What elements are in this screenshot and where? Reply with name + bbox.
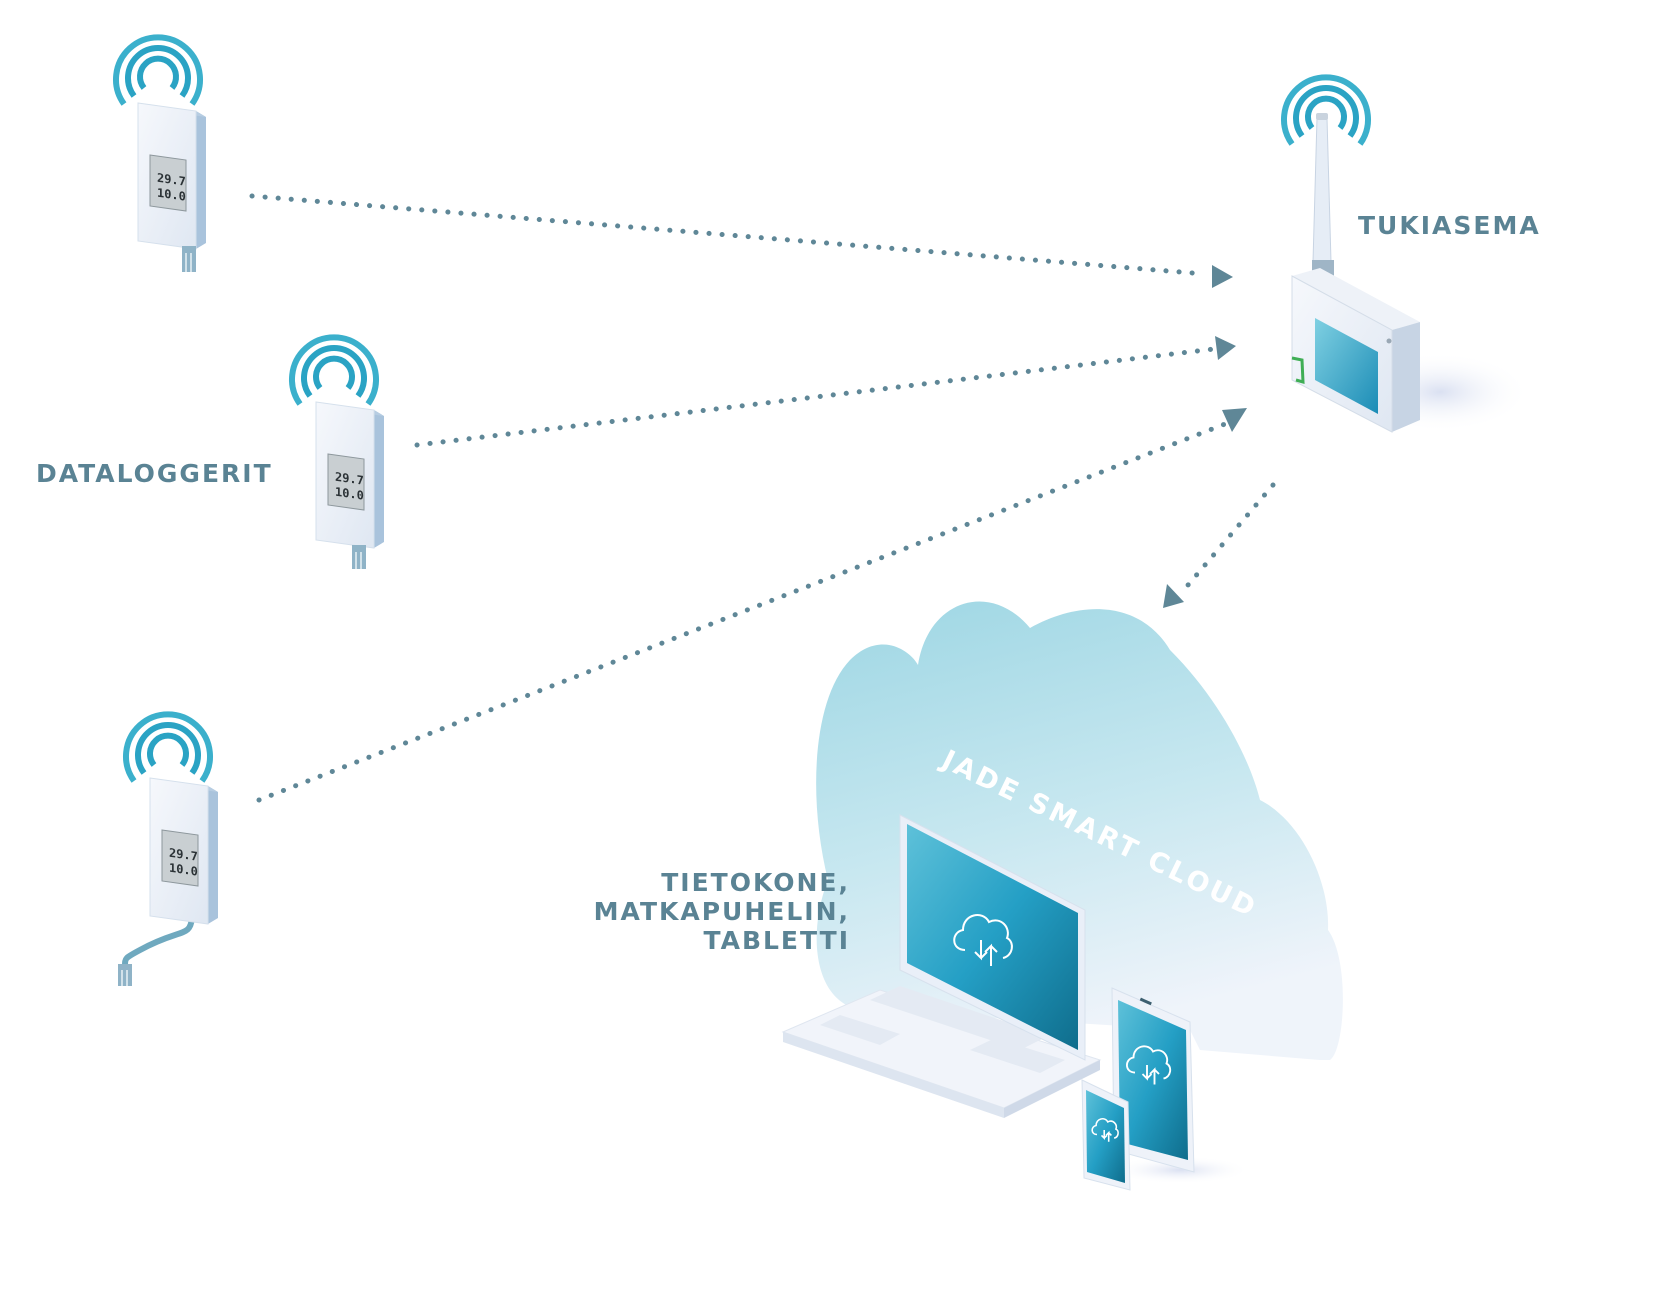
connector-logger-1 — [249, 193, 1233, 288]
laptop-screen — [907, 824, 1078, 1050]
wireless-signal-icon — [116, 37, 200, 104]
arrowhead-icon — [1212, 265, 1233, 288]
devices-label-line-3: TABLETTI — [703, 926, 850, 955]
touchpad — [820, 1015, 900, 1045]
datalogger-device — [118, 777, 219, 986]
wireless-signal-icon — [292, 337, 376, 404]
devices-label: TIETOKONE, MATKAPUHELIN, TABLETTI — [560, 868, 850, 955]
datalogger-1 — [116, 37, 207, 272]
phone — [1081, 1079, 1131, 1191]
cloud-sync-icon — [953, 914, 1013, 966]
datalogger-device — [137, 102, 207, 272]
base-station-label: TUKIASEMA — [1358, 211, 1541, 240]
cloud-sync-icon — [1091, 1117, 1119, 1142]
status-led-icon — [1291, 356, 1305, 385]
keyboard — [870, 986, 1048, 1050]
antenna-icon — [1312, 117, 1332, 263]
arrowhead-icon — [1215, 336, 1236, 360]
cloud-sync-icon — [1126, 1045, 1172, 1085]
devices-label-line-2: MATKAPUHELIN, — [593, 897, 850, 926]
base-station-screen — [1315, 318, 1378, 414]
arrowhead-icon — [1222, 408, 1247, 432]
tablet-screen — [1118, 1000, 1188, 1160]
devices-label-line-1: TIETOKONE, — [661, 868, 850, 897]
laptop — [781, 814, 1102, 1118]
datalogger-3 — [118, 714, 219, 986]
datalogger-2 — [292, 337, 385, 569]
tablet — [1110, 987, 1250, 1184]
wireless-signal-icon — [126, 714, 210, 781]
dataloggers-label: DATALOGGERIT — [36, 459, 273, 488]
base-station — [1284, 77, 1530, 433]
datalogger-device — [315, 401, 385, 569]
connector-logger-2 — [414, 336, 1236, 448]
connector-base-to-cloud — [1163, 482, 1276, 608]
connector-logger-3 — [256, 408, 1247, 803]
arrowhead-icon — [1163, 584, 1184, 608]
